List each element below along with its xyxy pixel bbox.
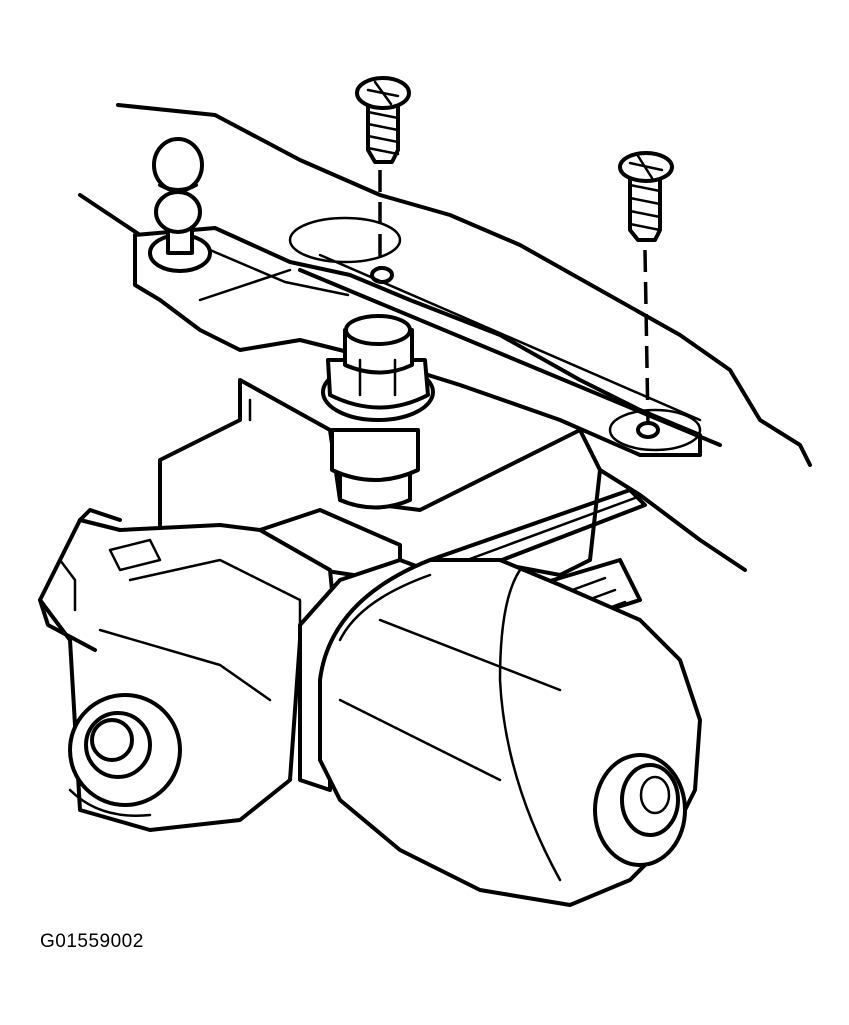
screw-left: [355, 76, 411, 164]
screw-right: [618, 151, 674, 242]
figure-code: G01559002: [40, 931, 144, 952]
body-panel: [78, 103, 812, 572]
bolt-hole-right: [636, 421, 660, 439]
mounting-bracket: [133, 216, 722, 457]
screw-right-guide: [643, 249, 650, 426]
motor-can: [318, 558, 702, 907]
drive-nut: [321, 314, 435, 510]
ball-stud: [148, 137, 212, 273]
output-shaft: [68, 693, 182, 817]
